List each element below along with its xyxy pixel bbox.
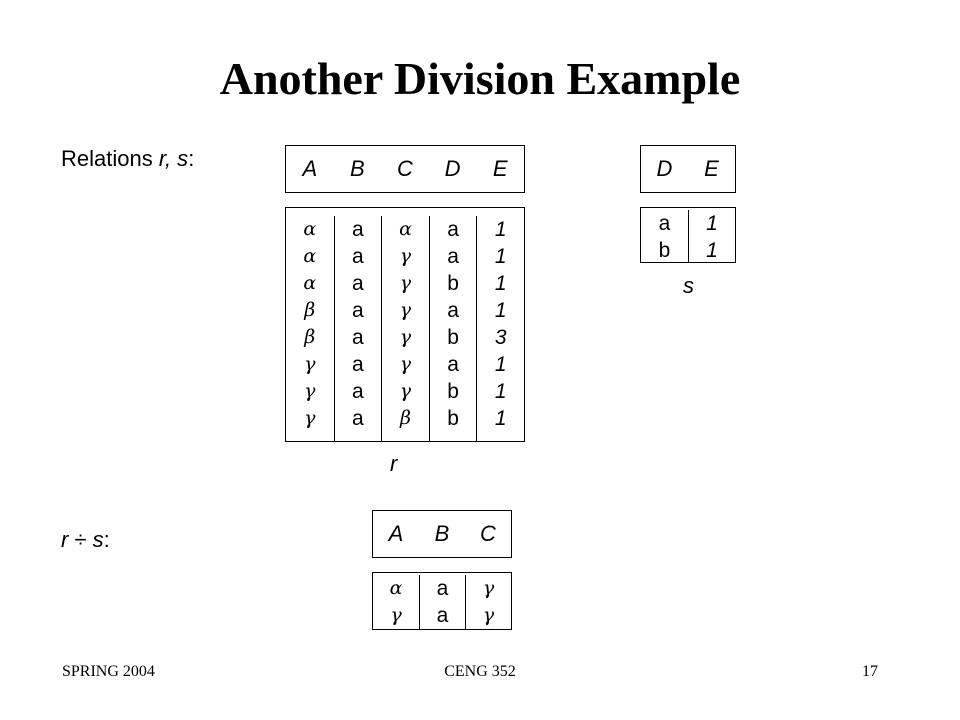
relation-r-cell: 1 bbox=[494, 218, 507, 241]
relation-r-cell: α bbox=[399, 218, 412, 240]
relation-r-column-e: 1 1 1 1 3 1 1 1 bbox=[476, 216, 524, 441]
relation-r-cell: a bbox=[352, 218, 364, 241]
relation-r-cell: γ bbox=[399, 245, 412, 267]
relation-r-cell: γ bbox=[399, 353, 412, 375]
relations-colon: : bbox=[188, 146, 195, 171]
result-cell: a bbox=[436, 604, 449, 627]
result-cell: γ bbox=[482, 577, 495, 599]
relation-r-cell: 1 bbox=[494, 245, 507, 268]
relation-r-cell: 1 bbox=[494, 299, 507, 322]
relation-r-cell: b bbox=[447, 272, 459, 295]
relation-r-cell: a bbox=[352, 326, 364, 349]
relation-r-cell: a bbox=[352, 272, 364, 295]
relation-s-caption: s bbox=[683, 273, 694, 298]
relation-r-cell: a bbox=[352, 245, 364, 268]
relation-s-cell: b bbox=[658, 239, 671, 262]
relation-r-cell: γ bbox=[399, 326, 412, 348]
result-header-a: A bbox=[388, 521, 404, 546]
relation-r-cell: α bbox=[303, 245, 317, 267]
relation-s-cell: 1 bbox=[706, 239, 718, 262]
relation-r-cell: α bbox=[303, 272, 317, 294]
result-header: A B C bbox=[372, 510, 512, 558]
relation-r-cell: γ bbox=[399, 299, 412, 321]
relation-r-cell: a bbox=[447, 218, 459, 241]
relation-r-cell: 1 bbox=[494, 272, 507, 295]
relation-r-cell: 1 bbox=[494, 353, 507, 376]
relation-s-cell: 1 bbox=[706, 212, 718, 235]
footer-page-number: 17 bbox=[862, 663, 878, 680]
relation-s-header-d: D bbox=[656, 156, 673, 181]
relation-r-cell: b bbox=[447, 326, 459, 349]
relation-r-cell: a bbox=[352, 407, 364, 430]
relation-r-cell: γ bbox=[399, 272, 412, 294]
relation-r-header-d: D bbox=[444, 156, 461, 181]
relation-s-cell: a bbox=[658, 212, 671, 235]
result-header-c: C bbox=[480, 521, 496, 546]
result-cell: γ bbox=[390, 604, 402, 626]
result-cell: a bbox=[436, 577, 449, 600]
relations-label: Relations r, s: bbox=[61, 146, 194, 172]
relation-r-cell: b bbox=[447, 380, 459, 403]
result-label: r ÷ s: bbox=[61, 527, 110, 553]
relation-r-header-c: C bbox=[397, 156, 413, 181]
relation-r-header-b: B bbox=[350, 156, 365, 181]
relation-r-cell: γ bbox=[304, 407, 316, 429]
relation-r-cell: a bbox=[352, 299, 364, 322]
relation-r-cell: β bbox=[304, 299, 316, 321]
relation-r-cell: a bbox=[447, 245, 459, 268]
relation-s-header-e: E bbox=[704, 156, 719, 181]
relation-r-cell: 1 bbox=[494, 380, 507, 403]
relation-r-cell: a bbox=[352, 380, 364, 403]
relation-r-header-a: A bbox=[302, 156, 318, 181]
result-header-b: B bbox=[434, 521, 450, 546]
result-r: r bbox=[61, 527, 69, 552]
relation-r-header: A B C D E bbox=[285, 145, 525, 193]
slide-title: Another Division Example bbox=[219, 53, 741, 104]
relation-r-cell: 3 bbox=[494, 326, 507, 349]
result-cell: γ bbox=[482, 604, 495, 626]
relation-r-cell: γ bbox=[304, 353, 316, 375]
relation-r-header-e: E bbox=[492, 156, 508, 181]
division-operator: ÷ bbox=[68, 527, 93, 552]
result-s: s bbox=[92, 527, 104, 552]
relations-text: Relations bbox=[61, 146, 159, 171]
relation-r-cell: α bbox=[303, 218, 317, 240]
result-cell: α bbox=[389, 577, 403, 599]
relation-r-cell: a bbox=[447, 353, 459, 376]
relation-r-cell: β bbox=[399, 407, 411, 429]
relation-r-cell: β bbox=[304, 326, 316, 348]
relation-r-cell: a bbox=[352, 353, 364, 376]
relation-r-cell: γ bbox=[399, 380, 412, 402]
relation-r-cell: a bbox=[447, 299, 459, 322]
relation-r-caption: r bbox=[390, 451, 398, 476]
relations-vars: r, s bbox=[158, 146, 189, 171]
result-colon: : bbox=[103, 527, 110, 552]
footer-semester: SPRING 2004 bbox=[62, 663, 155, 680]
relation-r-cell: 1 bbox=[494, 407, 507, 430]
footer-course: CENG 352 bbox=[444, 663, 516, 680]
relation-r-cell: b bbox=[447, 407, 459, 430]
relation-r-cell: γ bbox=[304, 380, 316, 402]
